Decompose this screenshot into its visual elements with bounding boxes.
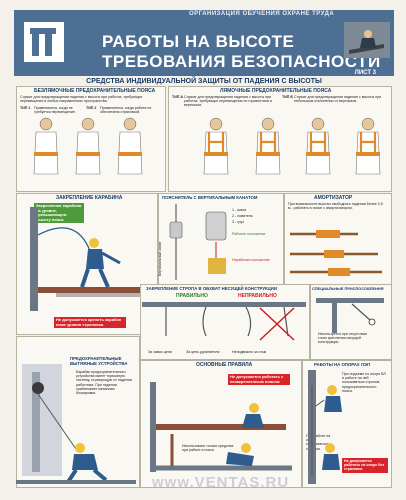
main-rules-illustration (150, 382, 292, 472)
main-rules-title: ОСНОВНЫЕ ПРАВИЛА (196, 362, 253, 368)
rope-device-illustration (169, 204, 227, 280)
special-devices-illustration (316, 298, 384, 333)
watermark-text: www.VENTAS.RU (152, 474, 290, 491)
organization-label: ОРГАНИЗАЦИЯ ОБУЧЕНИЯ ОХРАНЕ ТРУДА (189, 11, 335, 17)
power-line-warning: Не допускается работать на опоре без стр… (342, 458, 388, 473)
belt-type1-text: Применяются, когда не требуется перемеще… (34, 106, 76, 115)
belt-figures-illustration (33, 117, 381, 175)
retractable-text: Барабан предохранительного устройства им… (76, 370, 132, 396)
absorber-text: При возможности высоты свободного падени… (288, 202, 383, 211)
rope-device-title: ПОЯСНИТЕЛЬ С ВЕРТИКАЛЬНЫМ КАНАТОМ (162, 195, 258, 200)
main-rules-warning: Не допускается работать с незакрепленным… (228, 374, 290, 386)
worker-photo-image (344, 22, 390, 58)
sling-illustration (142, 302, 306, 341)
belt-figure (33, 117, 59, 175)
main-rules-text: Использовать только средства при работе … (182, 444, 234, 453)
belt-type2-text: Применяются, когда работа не обеспечена … (100, 106, 152, 115)
belt-figure (305, 117, 331, 175)
page-title-line2: ТРЕБОВАНИЯ БЕЗОПАСНОСТИ (102, 52, 381, 71)
belts-right-title: ЛЯМОЧНЫЕ ПРЕДОХРАНИТЕЛЬНЫЕ ПОЯСА (220, 88, 332, 94)
power-line-text1: При подъеме по опоре ВЛ и работе на ней … (342, 372, 386, 393)
sling-panel (140, 284, 310, 360)
carabiner-wrong-note: Не допускается крепить карабин ниже уров… (54, 317, 126, 329)
belt-figure (117, 117, 143, 175)
belt-figure (255, 117, 281, 175)
sling-caption-2: За цепь удлинителя (186, 350, 220, 354)
sheet-number: ЛИСТ 3 (354, 70, 376, 76)
sling-caption-3: Неподвижно за стык (232, 350, 267, 354)
sling-correct-label: ПРАВИЛЬНО (176, 293, 208, 299)
belt-type2-label: ТИП 2 (86, 106, 97, 110)
belts-left-title: БЕЗЛЯМОЧНЫЕ ПРЕДОХРАНИТЕЛЬНЫЕ ПОЯСА (34, 88, 156, 94)
belt-typeB-text: Служат для предотвращения падения с высо… (294, 95, 382, 104)
rope-legend-2: 2 - ловитель (232, 214, 253, 218)
sling-title: ЗАКРЕПЛЕНИЕ СТРОПА В ОБХВАТ НЕСУЩЕЙ КОНС… (146, 286, 277, 291)
retractable-title: ПРЕДОХРАНИТЕЛЬНЫЕ ВЫТЯЖНЫЕ УСТРОЙСТВА (70, 356, 128, 366)
belt-typeA-text: Служат для предотвращения падения с высо… (184, 95, 272, 108)
logo-icon (24, 22, 64, 62)
belt-figure (75, 117, 101, 175)
belts-right-panel (168, 86, 392, 192)
section-subtitle: СРЕДСТВА ИНДИВИДУАЛЬНОЙ ЗАЩИТЫ ОТ ПАДЕНИ… (86, 78, 322, 85)
retractable-worker-illustration (16, 364, 136, 484)
sling-caption-1: За замок цепи (148, 350, 172, 354)
belt-figure (355, 117, 381, 175)
rope-legend-1: 1 - шина (232, 208, 247, 212)
absorber-illustration (290, 230, 382, 276)
carabiner-worker-illustration (30, 207, 150, 311)
belts-left-text: Служат для предотвращения падения с высо… (20, 95, 143, 104)
power-line-title: РАБОТЫ НА ОПОРАХ ЛЭП (314, 362, 371, 367)
rope-bad-label: Нерабочее положение (232, 258, 270, 262)
special-devices-title: СПЕЦИАЛЬНЫЕ ПРИСПОСОБЛЕНИЯ (312, 286, 384, 291)
special-devices-panel (310, 284, 392, 360)
rope-legend-3: 3 - груз (232, 220, 244, 224)
belt-typeA-label: ТИП А (172, 95, 183, 99)
belt-typeB-label: ТИП Б (282, 95, 293, 99)
power-line-illustration (308, 370, 342, 484)
absorber-title: АМОРТИЗАТОР (314, 195, 353, 201)
rope-ok-label: Рабочее положение (232, 232, 266, 236)
belt-type1-label: ТИП 1 (20, 106, 31, 110)
carabiner-title: ЗАКРЕПЛЕНИЕ КАРАБИНА (56, 195, 123, 201)
belt-figure (203, 117, 229, 175)
carabiner-correct-note: Закрепление карабина на уровне, превышаю… (34, 203, 84, 224)
header-banner: ОРГАНИЗАЦИЯ ОБУЧЕНИЯ ОХРАНЕ ТРУДА РАБОТЫ… (14, 10, 394, 76)
sling-wrong-label: НЕПРАВИЛЬНО (238, 293, 277, 299)
special-devices-text: Используется при отсутствии точек крепле… (318, 332, 367, 345)
page-title-line1: РАБОТЫ НА ВЫСОТЕ (102, 32, 295, 51)
